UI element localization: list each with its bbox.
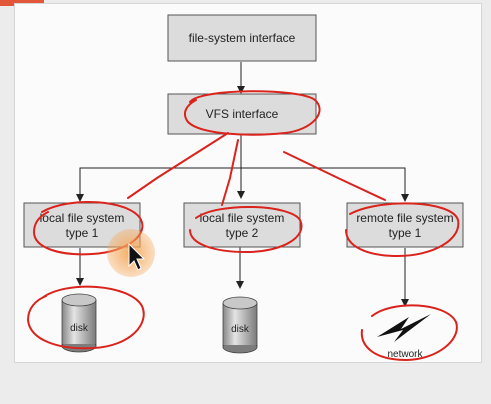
vfs-interface-box: VFS interface	[167, 93, 317, 135]
arrow-vfs-to-local1	[76, 167, 241, 202]
network-circle	[360, 304, 458, 362]
connectors	[76, 62, 409, 307]
network-bolt-icon: network	[377, 314, 431, 360]
arrow-vfs-to-remote1	[241, 167, 409, 202]
vfs-circle	[183, 90, 321, 136]
vfs-interface-label: VFS interface	[206, 107, 279, 121]
local2-circle	[189, 205, 303, 254]
local-fs-type2-line2: type 2	[226, 226, 259, 240]
local-fs-type1-line1: local file system	[40, 211, 125, 225]
disk-icon: disk	[222, 296, 258, 354]
vfs-stroke-mid	[221, 139, 239, 206]
red-annotations	[26, 90, 460, 362]
vfs-stroke-right	[283, 151, 386, 201]
file-system-interface-label: file-system interface	[189, 31, 296, 45]
local-fs-type2-line1: local file system	[200, 211, 285, 225]
disk-icon: disk	[61, 293, 97, 353]
disk2-label: disk	[231, 324, 250, 335]
local-fs-type1-line2: type 1	[66, 226, 99, 240]
remote1-circle	[345, 202, 460, 258]
file-system-interface-box: file-system interface	[167, 14, 317, 62]
disk1-circle	[26, 285, 145, 350]
remote-fs-type1-box: remote file system type 1	[346, 202, 464, 248]
remote-fs-type1-line2: type 1	[389, 226, 422, 240]
local1-circle	[32, 201, 144, 256]
local-fs-type2-box: local file system type 2	[183, 202, 301, 248]
remote-fs-type1-line1: remote file system	[356, 211, 453, 225]
disk1-label: disk	[70, 323, 89, 334]
vfs-stroke-left	[127, 132, 229, 199]
mouse-cursor-icon	[128, 242, 146, 271]
network-label: network	[387, 349, 423, 360]
